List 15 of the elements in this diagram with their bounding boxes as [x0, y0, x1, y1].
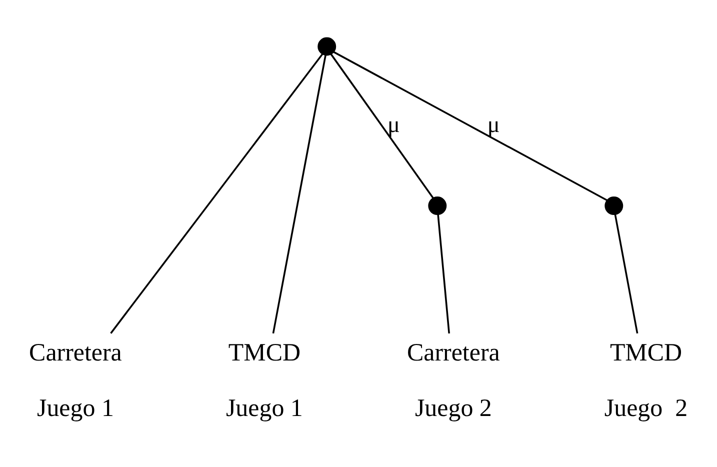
connector	[330, 53, 434, 198]
connector	[110, 52, 324, 334]
node-circle	[604, 196, 624, 215]
edge-label: μ	[487, 112, 500, 138]
node-text: TMCD Juego 2	[604, 339, 688, 422]
node-text: Carretera Juego 1	[29, 339, 122, 422]
node-circle	[318, 36, 336, 56]
node-text: TMCD Juego 1	[226, 339, 303, 422]
connector	[437, 214, 450, 333]
connector	[272, 54, 326, 334]
node-circle	[428, 196, 447, 215]
edge-label: μ	[388, 112, 400, 138]
node-text: Carretera Juego 2	[407, 339, 500, 422]
connector	[332, 50, 608, 201]
connector	[614, 213, 638, 334]
